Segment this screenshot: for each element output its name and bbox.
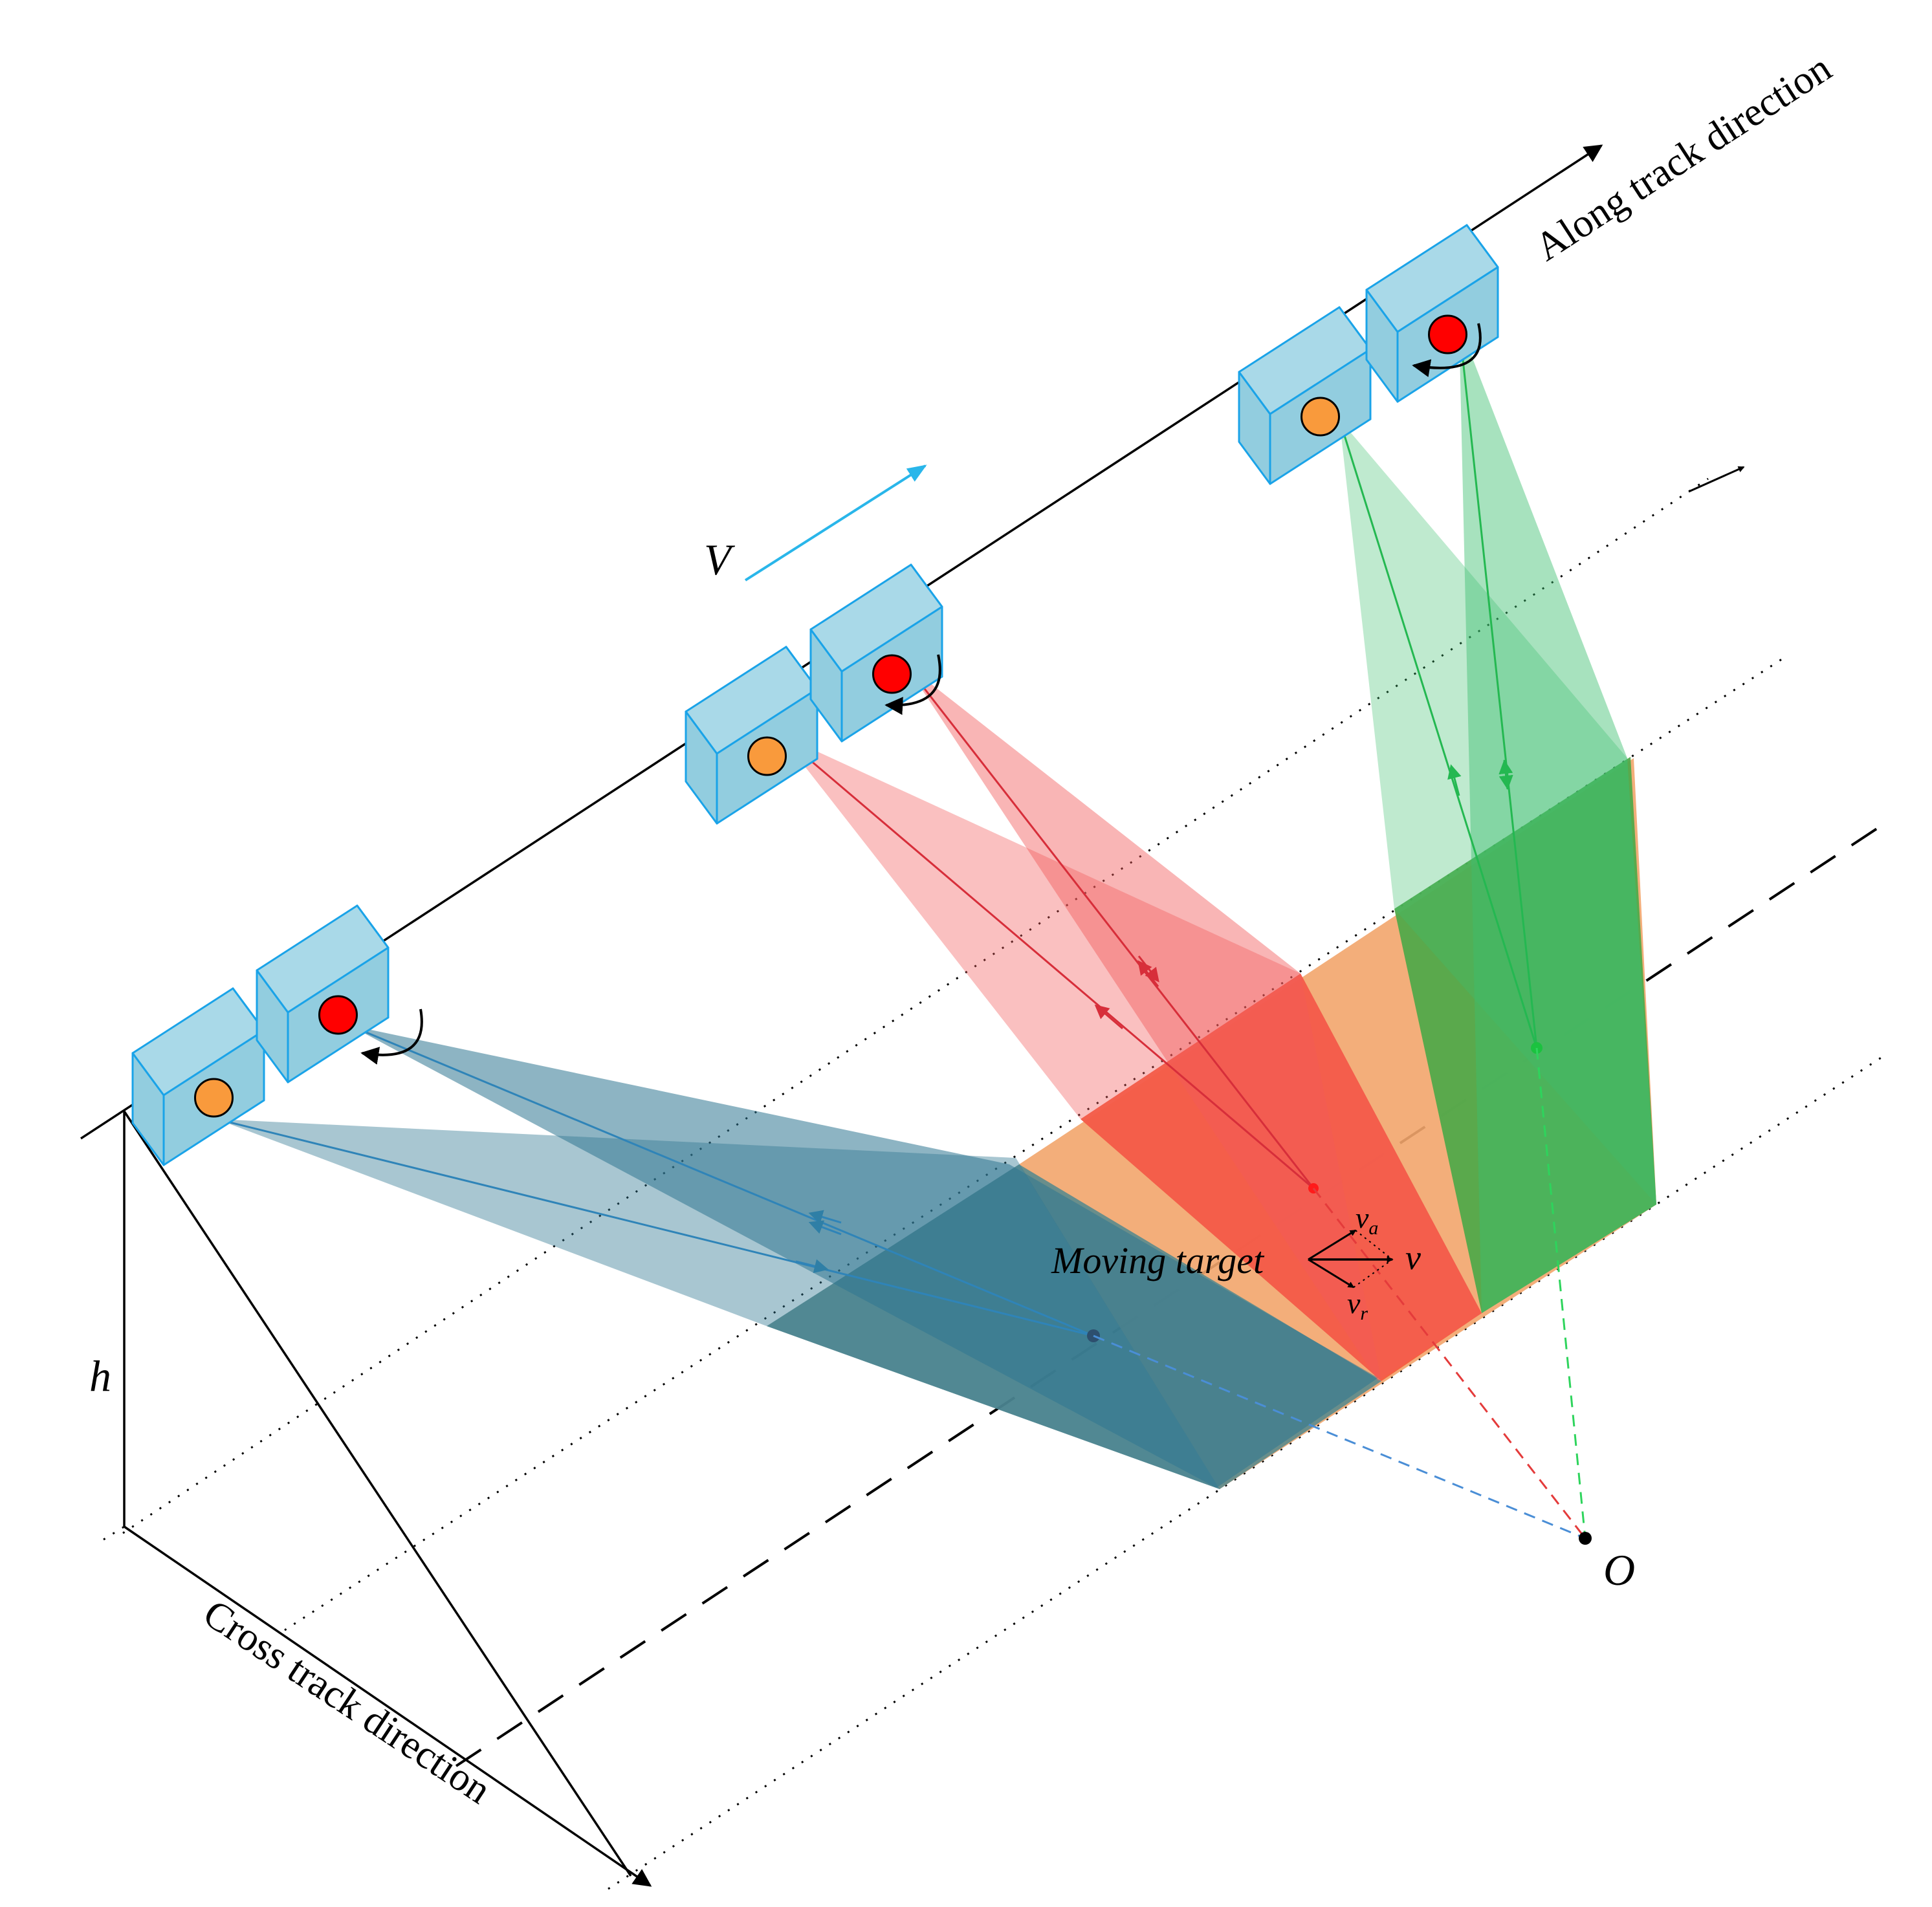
satellite-formation	[131, 224, 1499, 1166]
range-velocity-label: vr	[1347, 1287, 1368, 1324]
green-ray-red	[1458, 323, 1538, 1049]
rotation-indicators	[360, 323, 1482, 1065]
red-ray-arrow-3	[1094, 1004, 1123, 1030]
blue-ray-return-red	[808, 1220, 842, 1236]
swath-mid-dotted	[284, 655, 1786, 1631]
red-beam-near-antenna	[905, 663, 1482, 1381]
cross-track-label: Cross track direction	[195, 1591, 498, 1813]
curved-arrow-icon	[360, 1008, 423, 1065]
red-dash-to-origin	[1312, 1188, 1586, 1539]
azimuth-velocity-arrow	[1308, 1229, 1357, 1261]
azimuth-velocity-label: va	[1356, 1201, 1378, 1239]
slant-range-line	[123, 1111, 632, 1877]
green-ray-orange	[1338, 419, 1538, 1049]
range-velocity-symbol: v	[1347, 1287, 1361, 1320]
origin-point	[1579, 1532, 1592, 1545]
green-beam-far-antenna	[1339, 419, 1656, 1204]
velocity-label: V	[704, 535, 736, 584]
curved-arrow-icon	[884, 654, 941, 715]
platform-velocity-arrow	[744, 464, 927, 582]
red-beam-far-antenna	[780, 734, 1381, 1381]
antenna-red-icon	[1428, 314, 1467, 354]
beam-group-red	[779, 662, 1482, 1381]
blue-dash-to-origin	[1093, 1335, 1586, 1540]
beam-group-green	[1338, 323, 1656, 1313]
velocity-guide-2	[1353, 1259, 1393, 1288]
cross-track-line	[124, 1525, 652, 1887]
antenna-orange-icon	[194, 1078, 234, 1118]
azimuth-velocity-symbol: v	[1356, 1201, 1369, 1234]
moving-target-velocity	[1308, 1229, 1394, 1289]
green-ray-arrow-3	[1498, 759, 1513, 790]
blue-ray-return-orange	[808, 1210, 842, 1224]
red-ray-arrow-2	[1137, 955, 1159, 983]
blue-ray-orange	[216, 1118, 1094, 1337]
antenna-orange-icon	[747, 736, 787, 776]
antenna-orange-icon	[1301, 397, 1340, 437]
along-track-label: Along track direction	[1528, 46, 1839, 270]
green-beam-near-antenna	[1459, 323, 1656, 1313]
origin-label: O	[1603, 1545, 1635, 1595]
blue-beam-near-antenna	[349, 1025, 1378, 1488]
nadir-ground-dotted	[103, 1525, 125, 1541]
green-dash-to-origin	[1535, 1047, 1586, 1539]
beam-group-blue	[216, 1024, 1378, 1489]
satellite-middle-orange	[685, 646, 818, 825]
height-label: h	[89, 1351, 111, 1400]
swath-far-edge-dotted	[608, 1053, 1887, 1890]
moving-target-label: Moving target	[1051, 1239, 1265, 1281]
red-ray-red	[903, 662, 1315, 1189]
satellite-left-orange	[131, 987, 265, 1166]
antenna-red-icon	[872, 654, 912, 694]
satellite-left-red	[256, 904, 390, 1084]
range-velocity-arrow	[1308, 1258, 1355, 1289]
velocity-guide-1	[1355, 1230, 1393, 1260]
antenna-red-icon	[318, 995, 358, 1035]
swath-green-region	[1394, 757, 1656, 1313]
range-velocity-subscript: r	[1360, 1303, 1368, 1324]
azimuth-velocity-subscript: a	[1368, 1217, 1378, 1239]
target-velocity-label: v	[1405, 1238, 1421, 1277]
origin-dashed-lines	[1093, 1047, 1592, 1545]
blue-ray-red	[349, 1024, 1094, 1337]
blue-ray-tx-orange	[795, 1259, 829, 1274]
satellite-middle-red	[809, 563, 943, 743]
curved-arrow-icon	[1412, 323, 1482, 377]
green-ray-arrow-1	[1447, 764, 1462, 796]
red-ray-orange	[779, 733, 1314, 1190]
ground-track-arrow	[1688, 466, 1745, 493]
